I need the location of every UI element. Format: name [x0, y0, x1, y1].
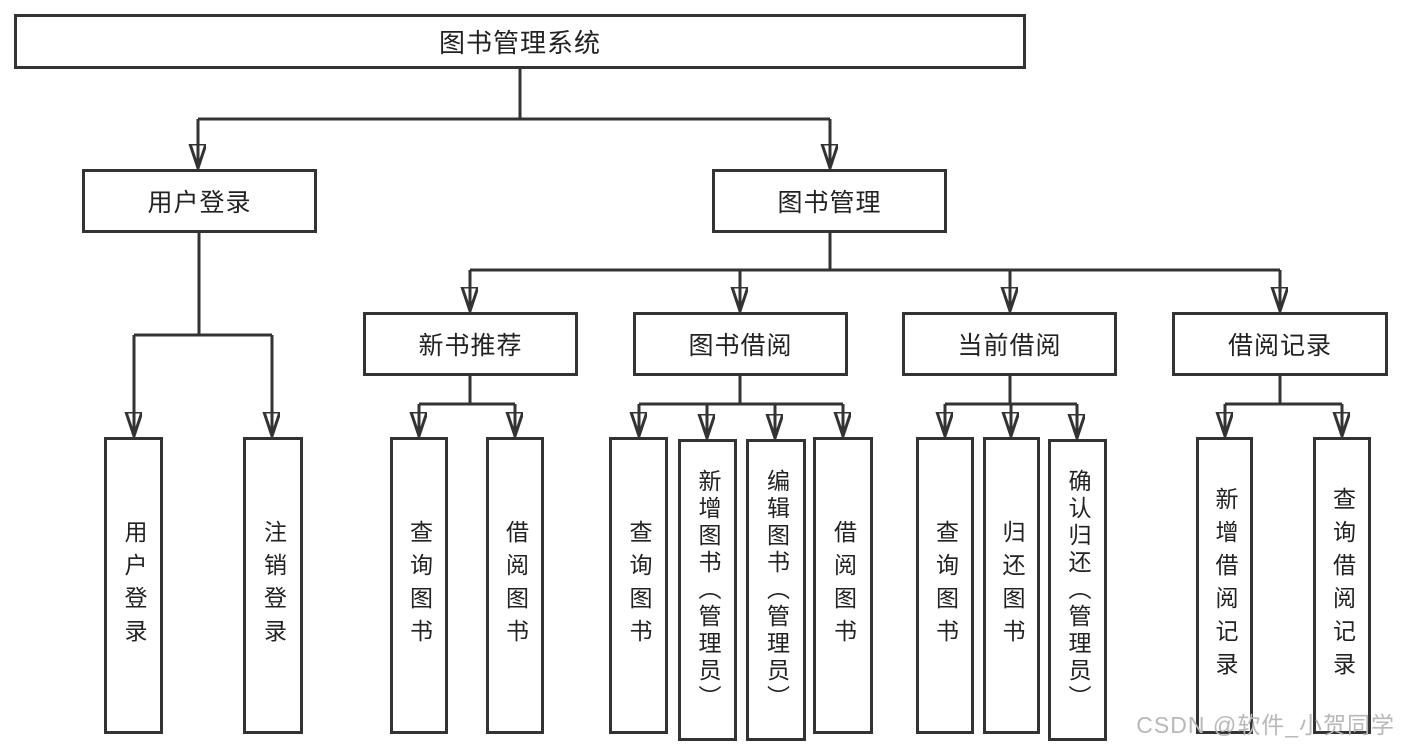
leaf-add-book-admin: 新增图书（管理员） — [678, 439, 737, 741]
connector-user-login-children — [134, 233, 272, 436]
connector-root-to-level2 — [198, 69, 830, 168]
node-root-system: 图书管理系统 — [14, 14, 1026, 69]
leaf-confirm-return-admin: 确认归还（管理员） — [1048, 439, 1107, 741]
node-user-login: 用户登录 — [82, 169, 317, 233]
leaf-recommend-query-book: 查询图书 — [390, 437, 448, 734]
connector-current-borrow-children — [945, 376, 1077, 438]
leaf-query-borrow-record: 查询借阅记录 — [1313, 437, 1371, 734]
leaf-add-borrow-record: 新增借阅记录 — [1196, 437, 1253, 734]
node-new-book-recommend: 新书推荐 — [363, 312, 578, 376]
node-current-borrow: 当前借阅 — [902, 312, 1117, 376]
leaf-edit-book-admin: 编辑图书（管理员） — [746, 439, 806, 741]
leaf-recommend-borrow-book: 借阅图书 — [486, 437, 544, 734]
leaf-borrow-borrow-book: 借阅图书 — [813, 437, 873, 734]
connector-new-book-recommend-children — [419, 376, 515, 436]
connector-book-management-children — [470, 233, 1280, 311]
leaf-user-login: 用户登录 — [104, 437, 163, 734]
connector-book-borrow-children — [639, 376, 843, 438]
leaf-current-query-book: 查询图书 — [916, 437, 974, 734]
node-borrow-record: 借阅记录 — [1172, 312, 1388, 376]
connector-borrow-record-children — [1225, 376, 1342, 436]
leaf-borrow-query-book: 查询图书 — [609, 437, 668, 734]
csdn-watermark: CSDN @软件_小贺同学 — [1136, 712, 1395, 738]
node-book-borrow: 图书借阅 — [633, 312, 848, 376]
leaf-return-book: 归还图书 — [983, 437, 1040, 734]
leaf-logout: 注销登录 — [243, 437, 303, 734]
node-book-management: 图书管理 — [712, 169, 947, 233]
